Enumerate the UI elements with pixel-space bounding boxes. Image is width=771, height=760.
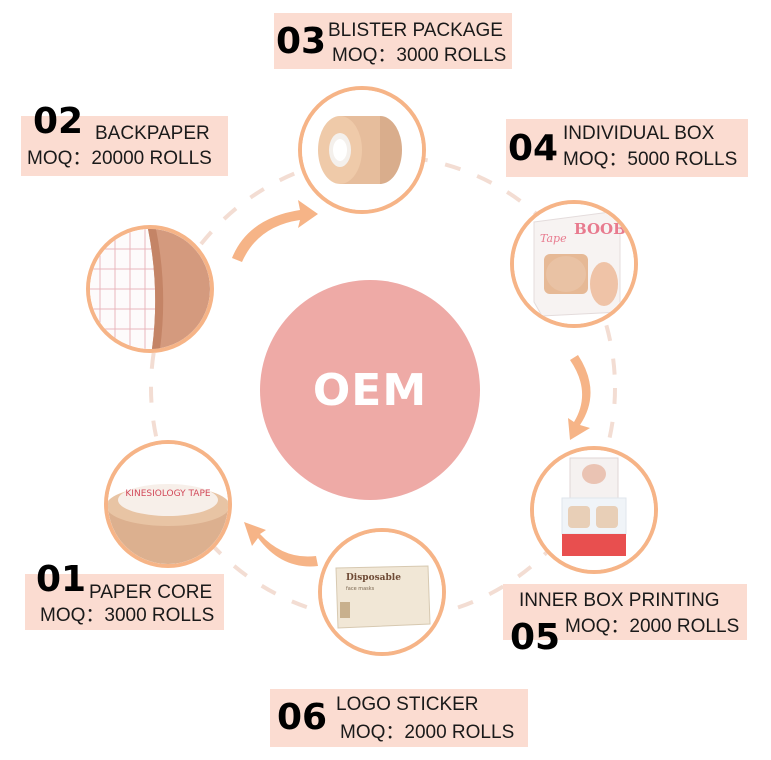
step-02-label: 02 BACKPAPER MOQ：20000 ROLLS xyxy=(21,104,228,176)
step-moq: MOQ：20000 ROLLS xyxy=(27,148,212,169)
arrow-icon xyxy=(568,355,591,440)
inner-box-printing-photo xyxy=(530,446,658,574)
step-moq: MOQ：3000 ROLLS xyxy=(332,45,507,66)
step-05-label: INNER BOX PRINTING MOQ：2000 ROLLS 05 xyxy=(503,584,747,656)
backpaper-image xyxy=(90,229,210,349)
step-title: PAPER CORE xyxy=(89,582,213,603)
paper-core-photo: KINESIOLOGY TAPE xyxy=(104,440,232,568)
step-04-label: 04 INDIVIDUAL BOX MOQ：5000 ROLLS xyxy=(506,119,748,177)
step-title: BLISTER PACKAGE xyxy=(328,20,503,41)
step-moq: MOQ：2000 ROLLS xyxy=(340,722,515,743)
step-moq: MOQ：2000 ROLLS xyxy=(565,616,740,637)
box-image: BOOB Tape xyxy=(514,204,634,324)
sticker-print-title: Disposable xyxy=(346,573,401,583)
sticker-box-image: Disposable face masks xyxy=(322,532,442,652)
step-06-label: 06 LOGO STICKER MOQ：2000 ROLLS xyxy=(270,689,528,747)
logo-sticker-photo: Disposable face masks xyxy=(318,528,446,656)
step-number: 05 xyxy=(510,617,561,658)
step-01-label: 01 PAPER CORE MOQ：3000 ROLLS xyxy=(25,562,224,630)
display-box-image xyxy=(534,450,654,570)
step-number: 02 xyxy=(33,101,84,142)
individual-box-photo: BOOB Tape xyxy=(510,200,638,328)
step-03-label: 03 BLISTER PACKAGE MOQ：3000 ROLLS xyxy=(274,13,512,69)
core-print: KINESIOLOGY TAPE xyxy=(125,489,210,499)
blister-package-photo xyxy=(298,86,426,214)
paper-core-image: KINESIOLOGY TAPE xyxy=(108,444,228,564)
tape-roll-image xyxy=(302,90,422,210)
backpaper-photo xyxy=(86,225,214,353)
oem-text: OEM xyxy=(312,364,428,416)
step-number: 03 xyxy=(276,21,327,62)
step-number: 06 xyxy=(277,697,328,738)
arrow-icon xyxy=(232,200,318,262)
sticker-print-sub: face masks xyxy=(346,586,375,592)
step-title: INNER BOX PRINTING xyxy=(519,590,720,611)
step-moq: MOQ：3000 ROLLS xyxy=(40,605,215,626)
arrow-icon xyxy=(244,522,318,567)
box-print-boob: BOOB xyxy=(574,220,626,238)
step-title: BACKPAPER xyxy=(95,123,210,144)
oem-center-circle: OEM xyxy=(260,280,480,500)
step-moq: MOQ：5000 ROLLS xyxy=(563,149,738,170)
step-title: LOGO STICKER xyxy=(336,694,479,715)
box-print-tape: Tape xyxy=(540,232,567,245)
step-number: 04 xyxy=(508,128,559,169)
step-title: INDIVIDUAL BOX xyxy=(563,123,715,144)
step-number: 01 xyxy=(36,559,87,600)
